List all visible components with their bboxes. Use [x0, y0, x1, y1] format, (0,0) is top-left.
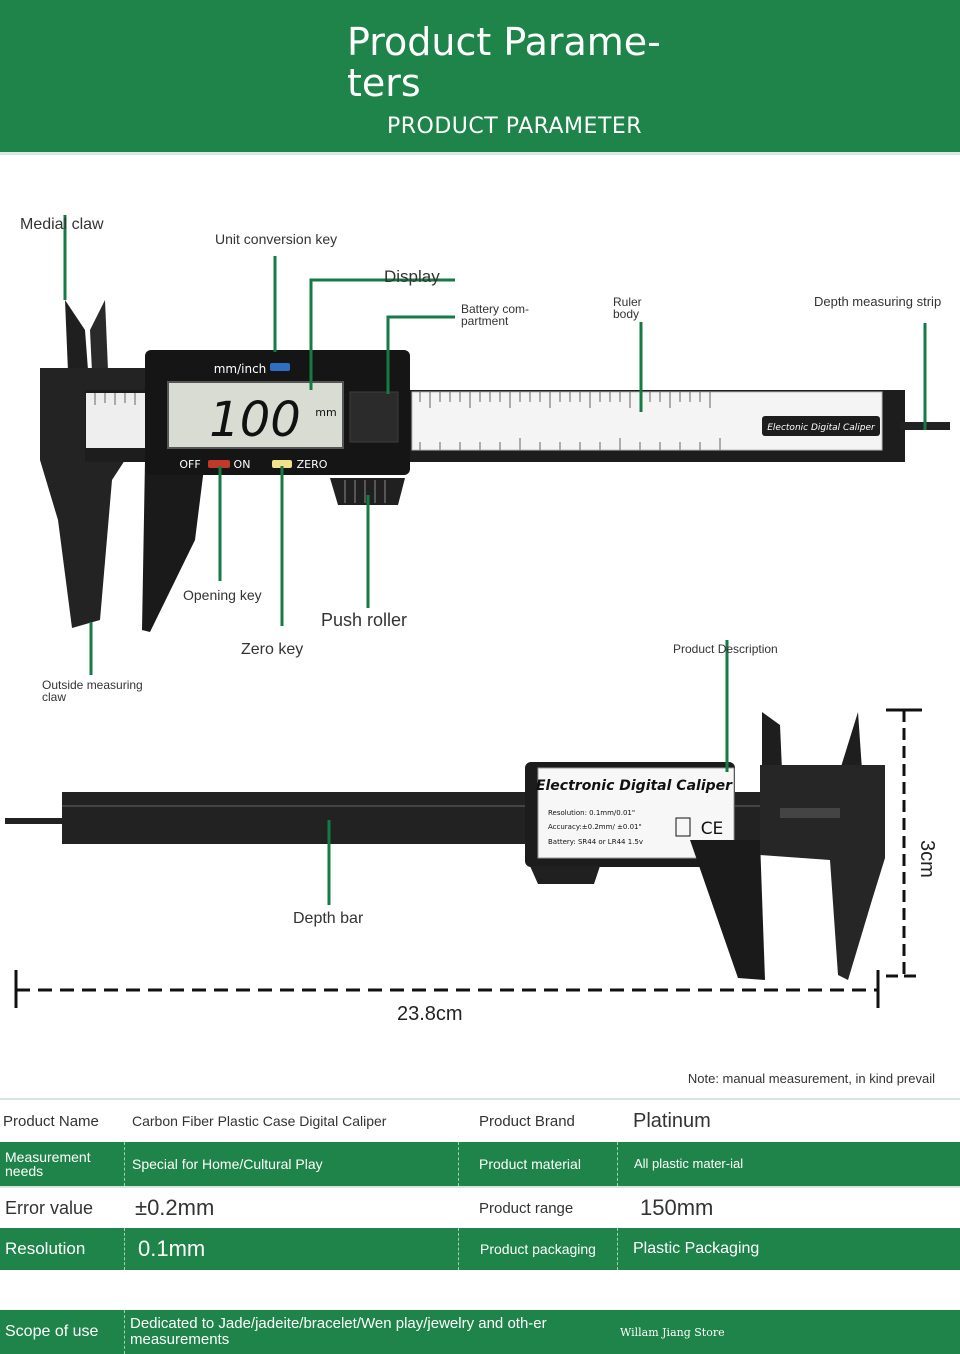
back-medial-claw-right — [840, 712, 862, 770]
label-unit-conversion-key: Unit conversion key — [215, 231, 338, 247]
param-value: All plastic mater-ial — [634, 1156, 744, 1171]
param-key: Product material — [479, 1156, 581, 1172]
leader-lines — [63, 215, 927, 905]
measurement-note: Note: manual measurement, in kind prevai… — [687, 1071, 935, 1086]
weee-bin-icon — [675, 817, 691, 837]
param-key: Product Name — [3, 1112, 99, 1130]
table-row: Error value ±0.2mm Product range 150mm — [0, 1186, 960, 1228]
push-roller[interactable] — [330, 478, 405, 505]
lcd-reading: 100 — [209, 392, 301, 448]
label-display: Display — [384, 267, 440, 286]
caliper-illustration: Electonic Digital Caliper 100 mm mm/inch… — [5, 215, 950, 1008]
table-spacer-row — [0, 1270, 960, 1310]
label-depth-measuring-strip: Depth measuring strip — [814, 294, 942, 309]
label-battery-compartment: Battery com-partment — [461, 302, 530, 328]
back-moving-jaw — [690, 840, 765, 980]
on-off-key[interactable] — [208, 460, 230, 468]
column-separator — [458, 1228, 460, 1270]
column-separator — [458, 1142, 460, 1186]
label-ruler-body: Ruler body — [613, 295, 642, 321]
roller-grooves — [344, 480, 386, 503]
label-push-roller: Push roller — [321, 610, 408, 630]
param-value: Special for Home/Cultural Play — [132, 1156, 323, 1172]
unit-conversion-key[interactable] — [270, 363, 290, 371]
off-label: OFF — [179, 458, 200, 471]
moving-jaw — [142, 460, 205, 632]
lcd-unit: mm — [315, 406, 336, 419]
label-spec-accuracy: Accuracy:±0.2mm/ ±0.01" — [548, 823, 642, 831]
label-title: Electronic Digital Caliper — [536, 778, 733, 794]
param-key: Error value — [5, 1197, 94, 1218]
param-value: Dedicated to Jade/jadeite/bracelet/Wen p… — [130, 1315, 547, 1348]
dimension-height: 3cm — [916, 840, 938, 878]
zero-label: ZERO — [297, 458, 328, 471]
back-ruler-groove — [62, 805, 762, 807]
table-row: Measurement needs Special for Home/Cultu… — [0, 1142, 960, 1186]
zero-key[interactable] — [272, 460, 292, 468]
column-separator — [124, 1228, 126, 1270]
param-value: Carbon Fiber Plastic Case Digital Calipe… — [132, 1113, 387, 1129]
header-divider — [0, 152, 960, 155]
dimension-length-line — [14, 970, 880, 1008]
label-depth-bar: Depth bar — [293, 910, 364, 927]
param-key: Measurement needs — [5, 1149, 91, 1179]
param-value: ±0.2mm — [135, 1195, 215, 1220]
param-key: Product range — [479, 1199, 574, 1217]
battery-compartment — [349, 391, 399, 443]
table-row: Scope of use Dedicated to Jade/jadeite/b… — [0, 1310, 960, 1354]
column-separator — [617, 1142, 619, 1186]
param-value: Platinum — [633, 1109, 711, 1132]
param-key: Product Brand — [479, 1112, 575, 1130]
ruler-sticker — [762, 416, 880, 436]
page-subtitle: PRODUCT PARAMETER — [387, 114, 643, 139]
back-depth-rod — [5, 818, 65, 824]
store-name: Willam Jiang Store — [620, 1325, 725, 1339]
lcd-screen — [167, 381, 344, 449]
column-separator — [617, 1228, 619, 1270]
unit-key-label: mm/inch — [214, 362, 267, 376]
column-separator — [124, 1310, 126, 1354]
back-push-roller — [530, 866, 600, 884]
table-row: Product Name Carbon Fiber Plastic Case D… — [0, 1098, 960, 1142]
label-spec-battery: Battery: SR44 or LR44 1.5v — [548, 838, 643, 846]
table-row: Resolution 0.1mm Product packaging Plast… — [0, 1228, 960, 1270]
param-key: Product packaging — [480, 1241, 596, 1257]
label-medial-claw: Medial claw — [20, 216, 104, 233]
param-key: Scope of use — [5, 1323, 99, 1340]
label-outside-measuring-claw: Outside measuring claw — [42, 678, 143, 704]
ruler-scale-left — [86, 393, 146, 448]
ce-mark: CE — [701, 819, 724, 839]
back-medial-claw-left — [762, 712, 782, 770]
label-product-description: Product Description — [673, 642, 778, 656]
param-key: Resolution — [5, 1239, 86, 1258]
back-jaw-slot — [780, 808, 840, 818]
ruler-sticker-text: Electonic Digital Caliper — [767, 423, 876, 433]
medial-claw-right — [90, 300, 108, 372]
param-value: 150mm — [640, 1195, 714, 1220]
label-opening-key: Opening key — [183, 587, 262, 603]
header-banner: Product Parame-ters PRODUCT PARAMETER — [0, 0, 960, 155]
dimension-length: 23.8cm — [397, 1003, 463, 1025]
param-value: Plastic Packaging — [633, 1240, 760, 1257]
label-spec-resolution: Resolution: 0.1mm/0.01" — [548, 809, 635, 817]
param-value: 0.1mm — [138, 1236, 206, 1261]
back-fixed-jaw — [760, 765, 885, 980]
label-zero-key: Zero key — [241, 641, 304, 658]
medial-claw-left — [65, 300, 88, 372]
on-label: ON — [234, 458, 251, 471]
dimension-height-line — [886, 708, 922, 978]
column-separator — [124, 1142, 126, 1186]
page-title: Product Parame-ters — [347, 20, 661, 105]
